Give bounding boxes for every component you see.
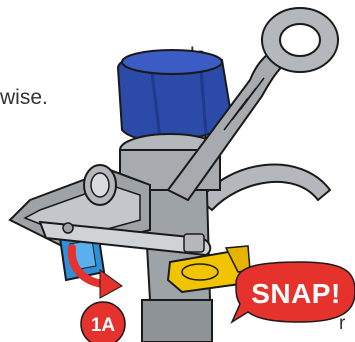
snap-bubble: SNAP! — [232, 262, 355, 322]
snap-label: SNAP! — [251, 278, 341, 309]
step-badge: 1A — [81, 302, 125, 342]
riser-lower — [142, 300, 212, 342]
step-badge-label: 1A — [91, 315, 116, 336]
